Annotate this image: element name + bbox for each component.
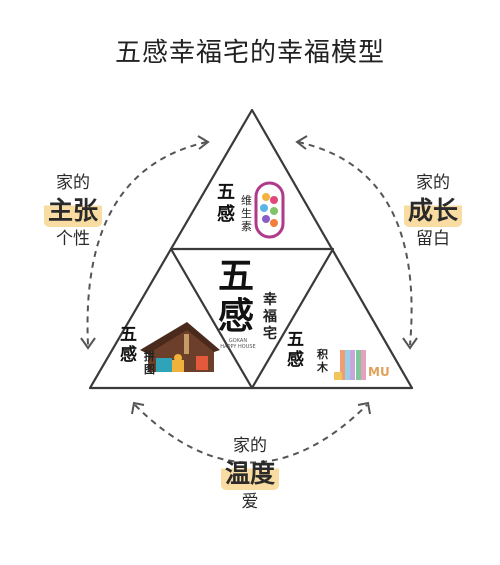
- puzzle-house-logo: [140, 322, 220, 372]
- top-brand-glyphs: 五感: [217, 182, 235, 225]
- right-label-main: 成长: [403, 194, 462, 227]
- left-tri-text: 拼图: [144, 350, 155, 376]
- arrowhead-left-bottom: [80, 337, 96, 350]
- bottom-label-top: 家的: [233, 436, 267, 456]
- right-tri-text: 积木: [317, 348, 328, 374]
- bottom-label-main: 温度: [220, 457, 279, 490]
- left-label-bottom: 个性: [56, 229, 90, 249]
- center-sub1: GOKAN: [228, 338, 248, 344]
- arrowhead-bottom-left: [131, 401, 145, 415]
- center-brand-glyphs: 五感: [218, 255, 255, 337]
- jimu-logo: [334, 350, 366, 380]
- inner-triangle: [169, 247, 335, 390]
- arrowhead-right-bottom: [402, 337, 418, 350]
- left-label-top: 家的: [56, 173, 90, 193]
- right-logo-big: JI: [336, 344, 357, 380]
- center-sub2: HAPPY HOUSE: [220, 344, 256, 350]
- right-label: 家的 成长 留白: [388, 172, 478, 250]
- bottom-label-bottom: 爱: [241, 492, 259, 512]
- center-title: 幸福宅: [263, 292, 277, 342]
- vitamin-oval-logo: [254, 181, 285, 239]
- right-logo-small: MU: [368, 365, 390, 379]
- arrowhead-bottom-right: [357, 401, 371, 415]
- left-brand-glyphs: 五感: [120, 325, 137, 365]
- top-tri-text: 维生素: [241, 194, 252, 233]
- left-label-main: 主张: [43, 194, 102, 227]
- right-label-bottom: 留白: [416, 229, 450, 249]
- right-brand-glyphs: 五感: [287, 330, 304, 370]
- arrowhead-right-top: [295, 135, 308, 150]
- bottom-label: 家的 温度 爱: [205, 435, 295, 513]
- arrowhead-left-top: [197, 135, 210, 150]
- page-title: 五感幸福宅的幸福模型: [114, 38, 385, 68]
- left-label: 家的 主张 个性: [28, 172, 118, 250]
- right-label-top: 家的: [416, 173, 450, 193]
- arrow-right-arc: [297, 141, 413, 346]
